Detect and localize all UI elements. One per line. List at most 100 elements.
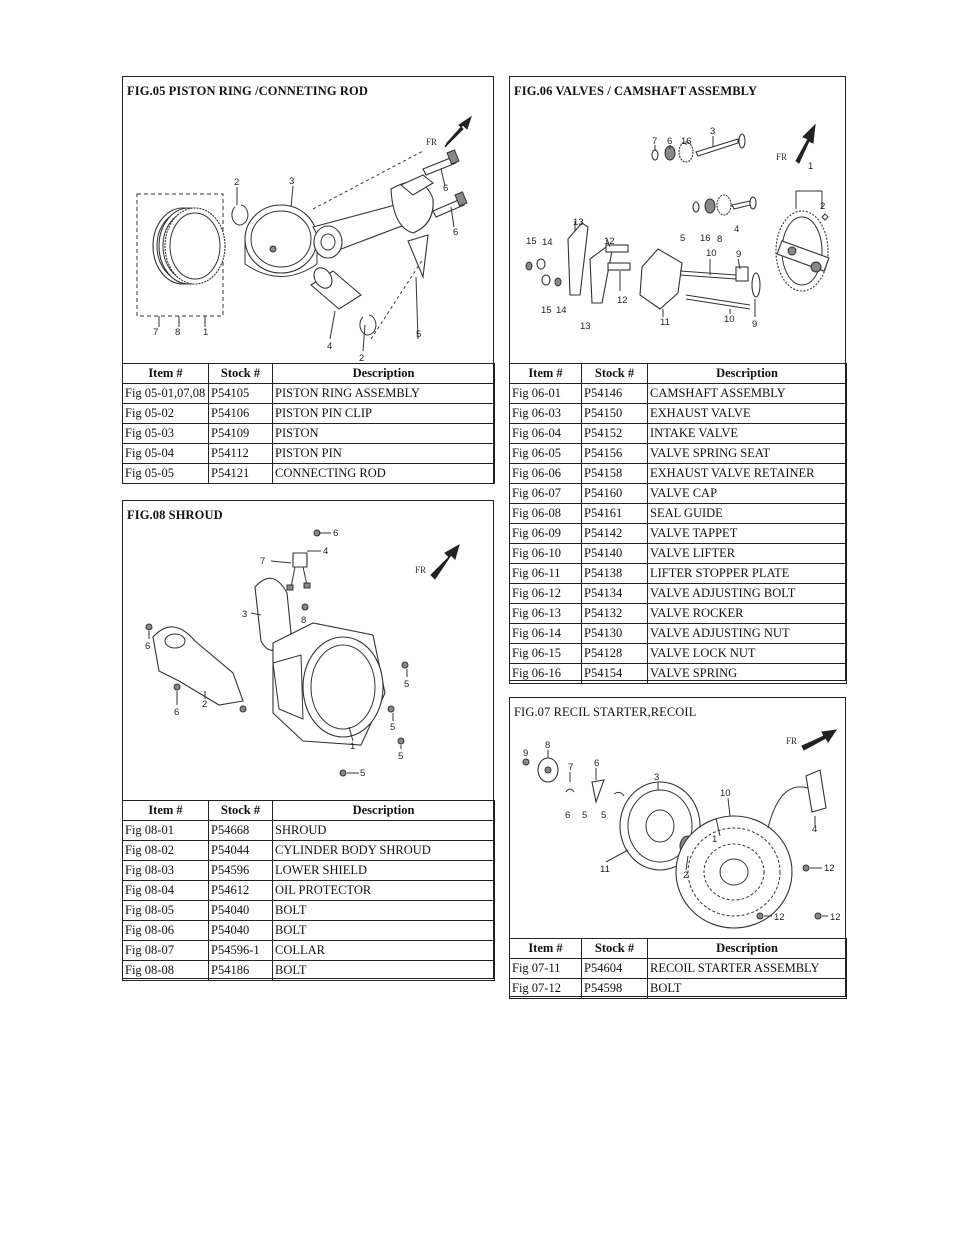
fig08-callout: 1: [350, 741, 355, 752]
fig08-callout: 3: [242, 609, 247, 620]
fig05-piston: [244, 204, 318, 277]
description-cell: VALVE SPRING: [647, 663, 847, 684]
stock-cell: P54146: [581, 383, 648, 404]
fig08-callout: 5: [398, 751, 403, 762]
fig06-callout: 15: [541, 305, 552, 316]
fig08-cylinder-body-shroud: [152, 626, 244, 706]
fig07-callout: 8: [545, 740, 550, 751]
description-cell: OIL PROTECTOR: [272, 880, 495, 901]
col-header-description: Description: [647, 938, 847, 959]
stock-cell: P54604: [581, 958, 648, 979]
item-cell: Fig 06-08: [509, 503, 582, 524]
stock-cell: P54150: [581, 403, 648, 424]
fig06-valves: [651, 133, 757, 216]
fig06-callout: 1: [808, 161, 813, 172]
stock-cell: P54121: [208, 463, 273, 484]
fig08-leader-lines: [148, 532, 408, 774]
fig08-lower-shield: [254, 577, 292, 651]
description-cell: VALVE ADJUSTING BOLT: [647, 583, 847, 604]
fig06-callout: 7: [652, 136, 657, 147]
description-cell: BOLT: [272, 960, 495, 981]
stock-cell: P54598: [581, 978, 648, 999]
description-cell: PISTON: [272, 423, 495, 444]
col-header-description: Description: [647, 363, 847, 384]
item-cell: Fig 08-03: [122, 860, 209, 881]
stock-cell: P54668: [208, 820, 273, 841]
fig06-callout: 3: [710, 126, 715, 137]
description-cell: CYLINDER BODY SHROUD: [272, 840, 495, 861]
fig06-callout: 12: [617, 295, 628, 306]
fig05-title: FIG.05 PISTON RING /CONNETING ROD: [127, 84, 368, 98]
fig08-callout: 2: [202, 699, 207, 710]
fig07-fr-label: FR: [786, 736, 797, 746]
description-cell: BOLT: [272, 900, 495, 921]
item-cell: Fig 06-16: [509, 663, 582, 684]
fig08-callout: 6: [145, 641, 150, 652]
fig07-callout: 6: [565, 810, 570, 821]
col-header-item: Item #: [509, 938, 582, 959]
stock-cell: P54142: [581, 523, 648, 544]
description-cell: SHROUD: [272, 820, 495, 841]
fig08-shroud: [272, 622, 386, 746]
item-cell: Fig 06-15: [509, 643, 582, 664]
fig05-connecting-rod: [312, 174, 434, 280]
stock-cell: P54154: [581, 663, 648, 684]
item-cell: Fig 06-09: [509, 523, 582, 544]
stock-cell: P54158: [581, 463, 648, 484]
fig07-callout: 2: [683, 870, 688, 881]
fig05-leader-lines: [158, 150, 455, 352]
stock-cell: P54112: [208, 443, 273, 464]
description-cell: VALVE LOCK NUT: [647, 643, 847, 664]
fig05-parts-table: Item # Stock # Description Fig 05-01,07,…: [122, 363, 495, 484]
table-header-row: Item # Stock # Description: [509, 938, 847, 959]
fig07-callout: 1: [712, 834, 717, 845]
fig05-callout: 6: [453, 227, 458, 238]
description-cell: VALVE TAPPET: [647, 523, 847, 544]
fig06-callout: 14: [542, 237, 553, 248]
fig07-callout: 5: [582, 810, 587, 821]
fig08-direction-arrow-icon: [430, 543, 460, 580]
fig08-callout: 5: [404, 679, 409, 690]
description-cell: VALVE SPRING SEAT: [647, 443, 847, 464]
stock-cell: P54109: [208, 423, 273, 444]
stock-cell: P54596-1: [208, 940, 273, 961]
fig05-pin-clip-top: [231, 204, 249, 226]
fig07-callout: 9: [523, 748, 528, 759]
fig08-diagram: FR: [145, 528, 460, 779]
col-header-item: Item #: [509, 363, 582, 384]
description-cell: SEAL GUIDE: [647, 503, 847, 524]
stock-cell: P54040: [208, 920, 273, 941]
fig05-piston-rings: [152, 207, 226, 285]
fig07-diagram: FR: [522, 729, 841, 929]
col-header-description: Description: [272, 800, 495, 821]
item-cell: Fig 06-11: [509, 563, 582, 584]
item-cell: Fig 08-04: [122, 880, 209, 901]
description-cell: COLLAR: [272, 940, 495, 961]
fig08-callout: 6: [174, 707, 179, 718]
stock-cell: P54130: [581, 623, 648, 644]
fig06-callout: 15: [526, 236, 537, 247]
fig06-callout: 9: [736, 249, 741, 260]
description-cell: VALVE ROCKER: [647, 603, 847, 624]
fig05-callout: 2: [359, 353, 364, 363]
fig07-callout: 5: [601, 810, 606, 821]
stock-cell: P54040: [208, 900, 273, 921]
item-cell: Fig 08-07: [122, 940, 209, 961]
fig06-direction-arrow-icon: [795, 123, 816, 164]
fig07-panel: FIG.07 RECIL STARTER,RECOIL FR: [509, 697, 847, 999]
fig08-title: FIG.08 SHROUD: [127, 508, 223, 522]
fig06-callout: 10: [724, 314, 735, 325]
table-header-row: Item # Stock # Description: [122, 800, 495, 821]
fig07-callout: 4: [812, 824, 817, 835]
fig08-panel: FIG.08 SHROUD FR: [122, 500, 495, 981]
fig07-title: FIG.07 RECIL STARTER,RECOIL: [514, 705, 697, 719]
